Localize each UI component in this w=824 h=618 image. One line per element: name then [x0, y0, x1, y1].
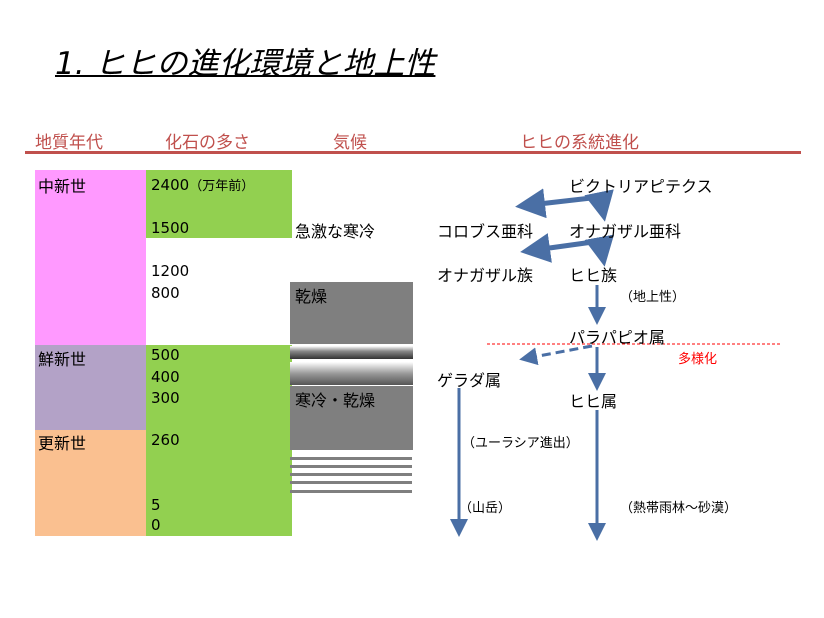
climate-line	[290, 473, 412, 476]
note-terrestrial: （地上性）	[620, 290, 686, 305]
climate-line	[290, 465, 412, 468]
climate-rapid-cooling: 急激な寒冷	[295, 222, 376, 241]
age-label: 500	[151, 346, 180, 364]
node-cercopithecinae: オナガザル亜科	[569, 222, 682, 241]
fossil-block-upper	[146, 170, 292, 238]
climate-cold-dry-block	[290, 386, 413, 450]
note-mountains: （山岳）	[459, 501, 512, 516]
climate-line	[290, 457, 412, 460]
era-miocene-block	[35, 170, 146, 345]
note-diversification: 多様化	[678, 352, 718, 367]
era-pleistocene-block	[35, 430, 146, 536]
climate-cold-dry-label: 寒冷・乾燥	[295, 391, 376, 410]
node-theropithecus: ゲラダ属	[437, 371, 502, 390]
era-label: 鮮新世	[38, 350, 87, 369]
node-cercopithecini: オナガザル族	[437, 266, 534, 285]
header-lineage: ヒヒの系統進化	[520, 133, 639, 153]
node-papionini: ヒヒ族	[569, 266, 618, 285]
age-label: 300	[151, 389, 180, 407]
note-rainforest-desert: （熱帯雨林～砂漠）	[620, 501, 738, 516]
climate-band	[290, 362, 413, 385]
header-divider	[25, 151, 801, 154]
age-label: 2400	[151, 176, 190, 194]
age-label: 800	[151, 284, 180, 302]
age-label: 0	[151, 516, 161, 534]
age-label: 1500	[151, 219, 190, 237]
climate-line	[290, 481, 412, 484]
arrow-to-theropithecus	[519, 344, 593, 366]
climate-line	[290, 490, 412, 493]
node-colobinae: コロブス亜科	[437, 222, 534, 241]
node-parapapio: パラパピオ属	[569, 328, 665, 347]
note-eurasia: （ユーラシア進出）	[462, 436, 579, 451]
climate-dry-label: 乾燥	[295, 287, 328, 306]
age-label: 260	[151, 431, 180, 449]
slide-title: 1. ヒヒの進化環境と地上性	[55, 46, 436, 82]
arrow-to-colobinae	[515, 188, 601, 219]
arrow-to-papionini	[584, 234, 615, 267]
arrow-to-cercopithecini	[520, 233, 601, 263]
age-unit: （万年前）	[189, 179, 255, 194]
climate-dry-block	[290, 282, 413, 344]
header-fossils: 化石の多さ	[165, 133, 250, 153]
era-label: 更新世	[38, 434, 87, 453]
node-victoriapithecus: ビクトリアピテクス	[569, 177, 713, 196]
node-papio: ヒヒ属	[569, 392, 618, 411]
climate-band	[290, 346, 413, 359]
header-era: 地質年代	[35, 133, 103, 153]
era-pliocene-block	[35, 345, 146, 430]
header-climate: 気候	[333, 133, 367, 153]
age-label: 1200	[151, 262, 190, 280]
age-label: 400	[151, 368, 180, 386]
fossil-block-lower	[146, 345, 292, 536]
age-label: 5	[151, 496, 161, 514]
arrow-to-cercopithecinae	[584, 189, 614, 222]
era-label: 中新世	[38, 177, 87, 196]
